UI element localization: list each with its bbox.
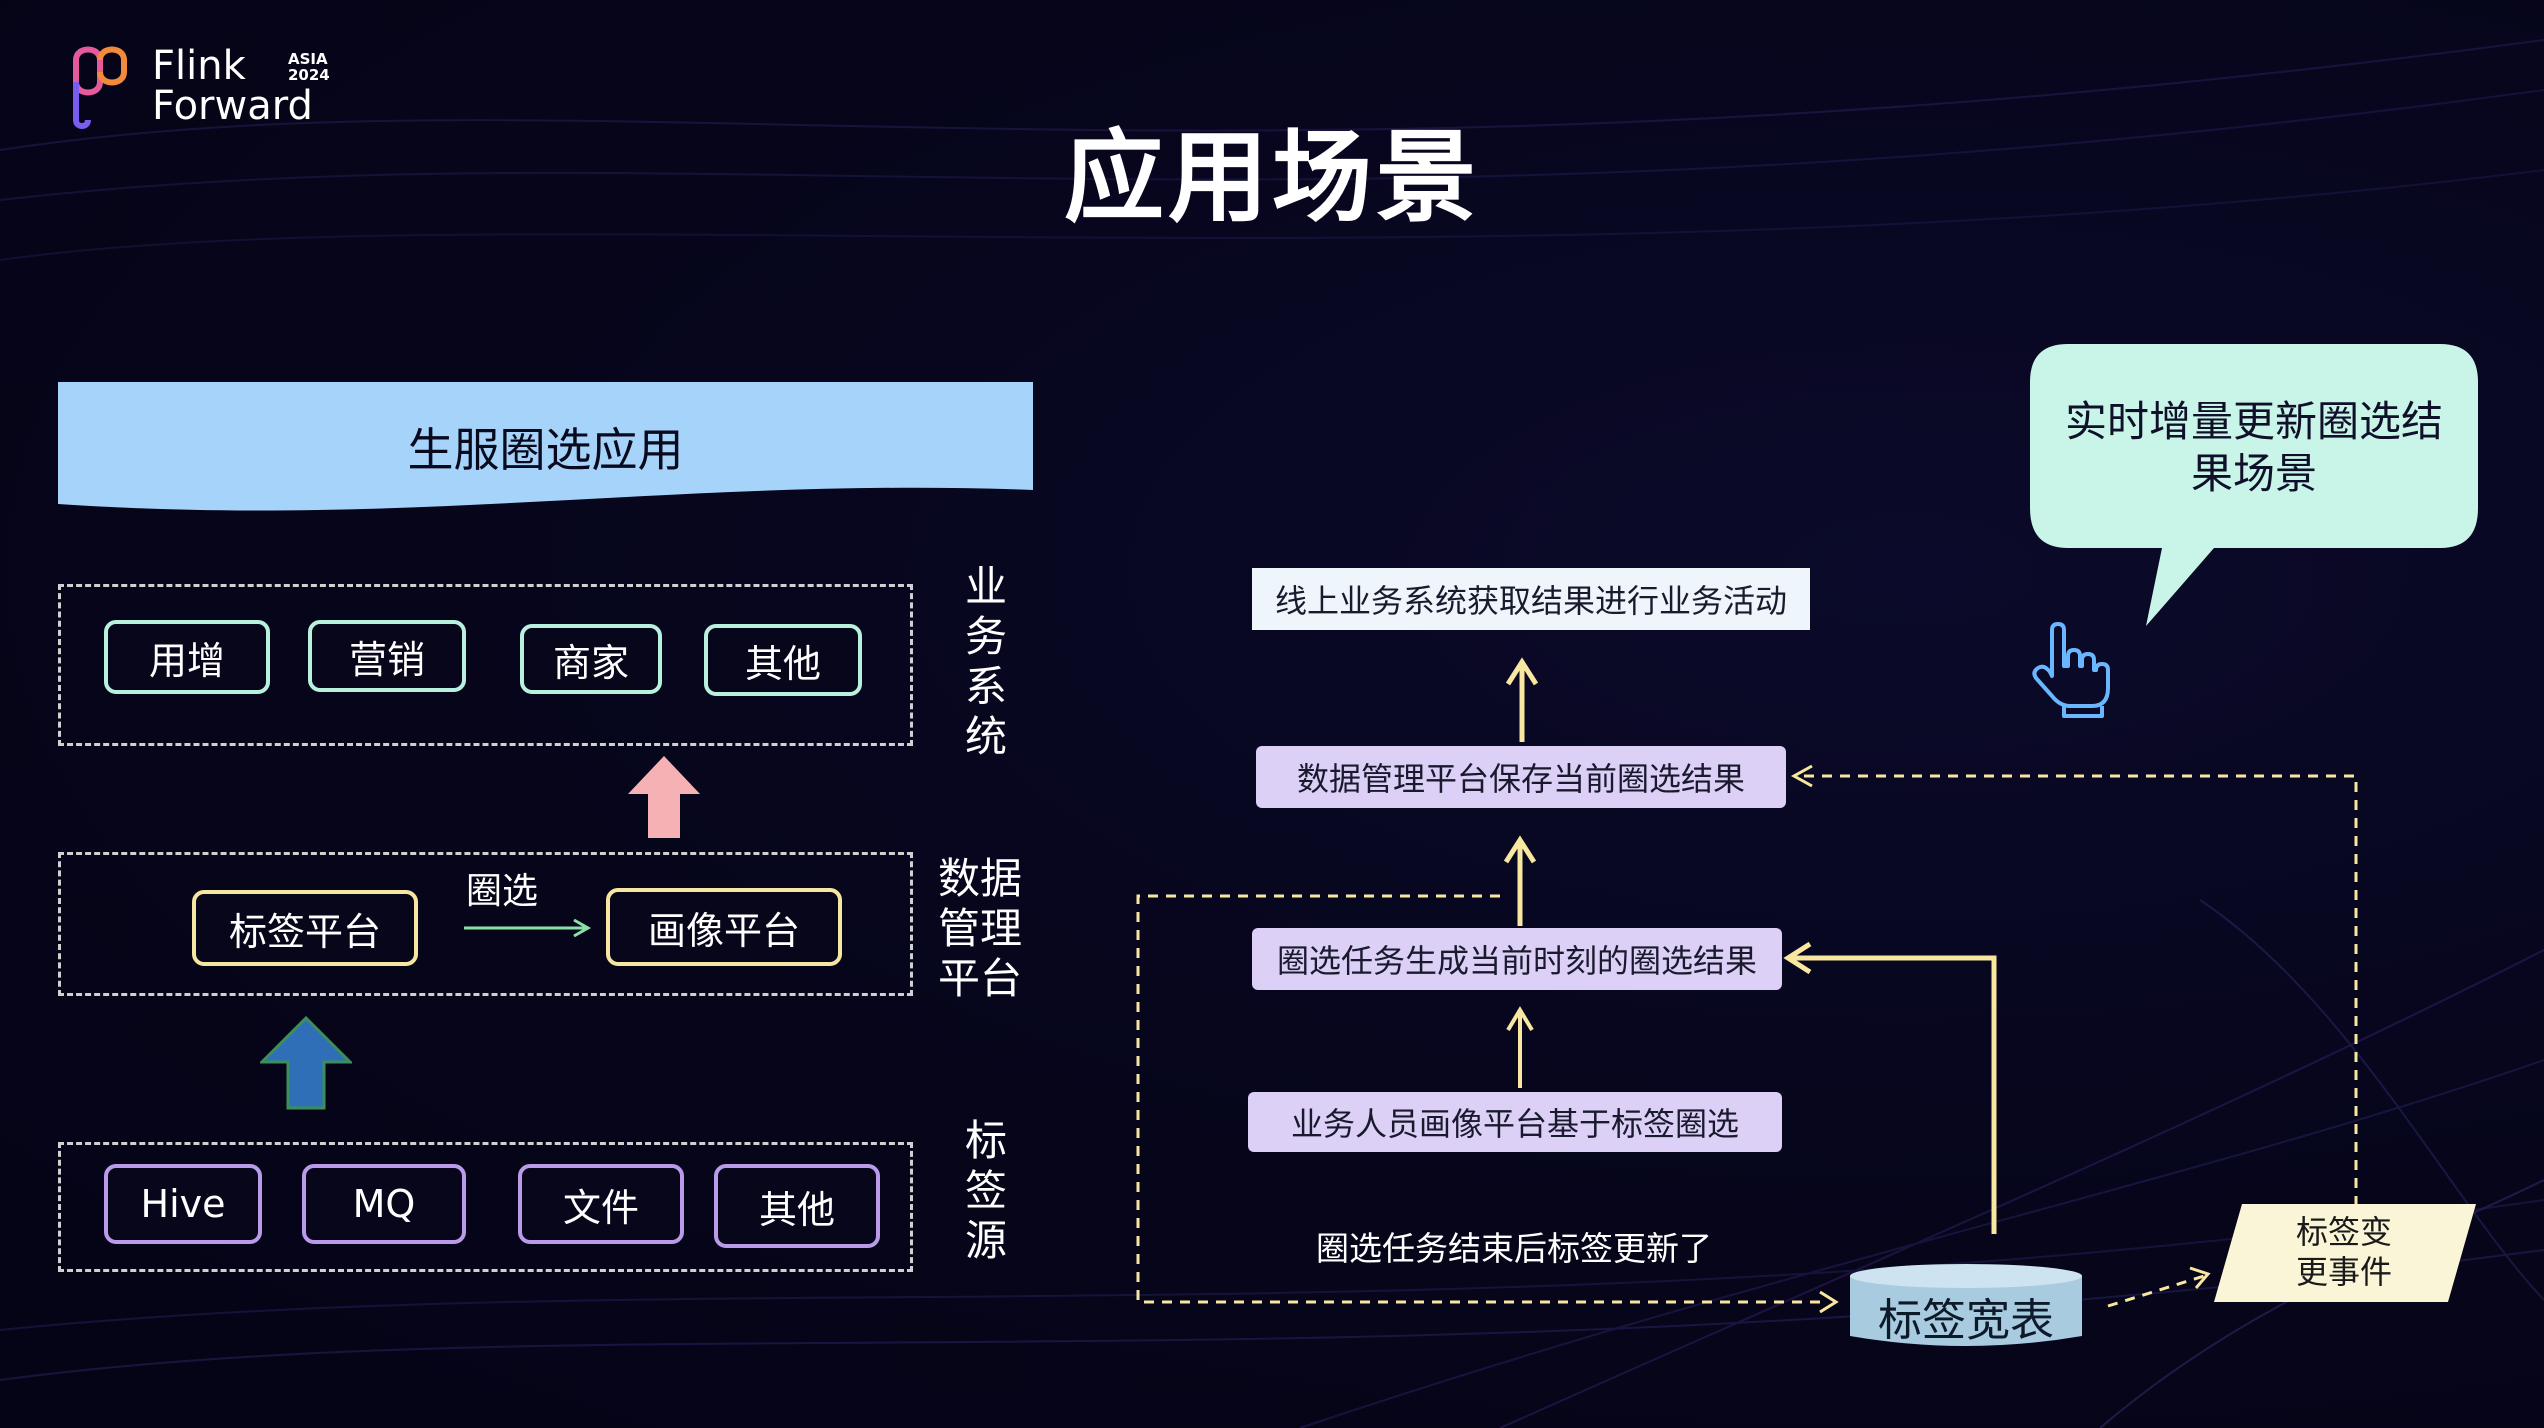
callout-bubble bbox=[2030, 344, 2478, 626]
tag-change-event bbox=[2214, 1204, 2476, 1302]
pointing-hand-icon bbox=[2032, 622, 2110, 718]
step-generate-result: 圈选任务生成当前时刻的圈选结果 bbox=[1252, 928, 1782, 990]
data-management-group bbox=[58, 852, 913, 996]
step-online-business: 线上业务系统获取结果进行业务活动 bbox=[1252, 568, 1810, 630]
tag-change-event-label: 标签变更事件 bbox=[2295, 1213, 2392, 1291]
app-banner: 生服圈选应用 bbox=[58, 382, 1033, 518]
source-item-other: 其他 bbox=[714, 1164, 880, 1248]
page-title: 应用场景 bbox=[1064, 119, 1480, 236]
logo-word-forward: Forward bbox=[152, 83, 313, 129]
banner-label: 生服圈选应用 bbox=[407, 423, 684, 477]
wide-table-database bbox=[1850, 1264, 2082, 1346]
business-item-growth: 用增 bbox=[104, 620, 270, 694]
source-item-mq: MQ bbox=[302, 1164, 466, 1244]
source-item-file: 文件 bbox=[518, 1164, 684, 1244]
wide-table-label: 标签宽表 bbox=[1878, 1295, 2054, 1346]
data-management-label: 数据管理平台 bbox=[937, 854, 1022, 1003]
edge-label-select: 圈选 bbox=[466, 871, 539, 912]
banner-shape bbox=[58, 382, 1033, 511]
business-item-marketing: 营销 bbox=[308, 620, 466, 692]
business-system-group bbox=[58, 584, 913, 746]
logo-word-flink: Flink bbox=[152, 43, 246, 89]
logo-badge-year: 2024 bbox=[288, 66, 330, 84]
arrow-up-blue-icon bbox=[260, 1016, 352, 1110]
logo-mark-icon bbox=[73, 46, 127, 129]
note-tags-updated: 圈选任务结束后标签更新了 bbox=[1316, 1229, 1712, 1268]
source-item-hive: Hive bbox=[104, 1164, 262, 1244]
callout-text: 实时增量更新圈选结果场景 bbox=[2064, 397, 2443, 498]
step-tag-selection: 业务人员画像平台基于标签圈选 bbox=[1248, 1092, 1782, 1152]
business-system-label: 业务系统 bbox=[964, 562, 1007, 761]
arrow-right-green-icon bbox=[464, 918, 592, 938]
tag-source-group bbox=[58, 1142, 913, 1272]
business-item-merchant: 商家 bbox=[520, 624, 662, 694]
portrait-platform-node: 画像平台 bbox=[606, 888, 842, 966]
arrow-up-pink-icon bbox=[628, 756, 700, 838]
business-item-other: 其他 bbox=[704, 624, 862, 696]
tag-platform-node: 标签平台 bbox=[192, 890, 418, 966]
logo-badge-asia: ASIA bbox=[288, 50, 328, 68]
step-save-result: 数据管理平台保存当前圈选结果 bbox=[1256, 746, 1786, 808]
flink-forward-logo: Flink Forward ASIA 2024 bbox=[62, 40, 362, 140]
tag-source-label: 标签源 bbox=[964, 1116, 1007, 1265]
